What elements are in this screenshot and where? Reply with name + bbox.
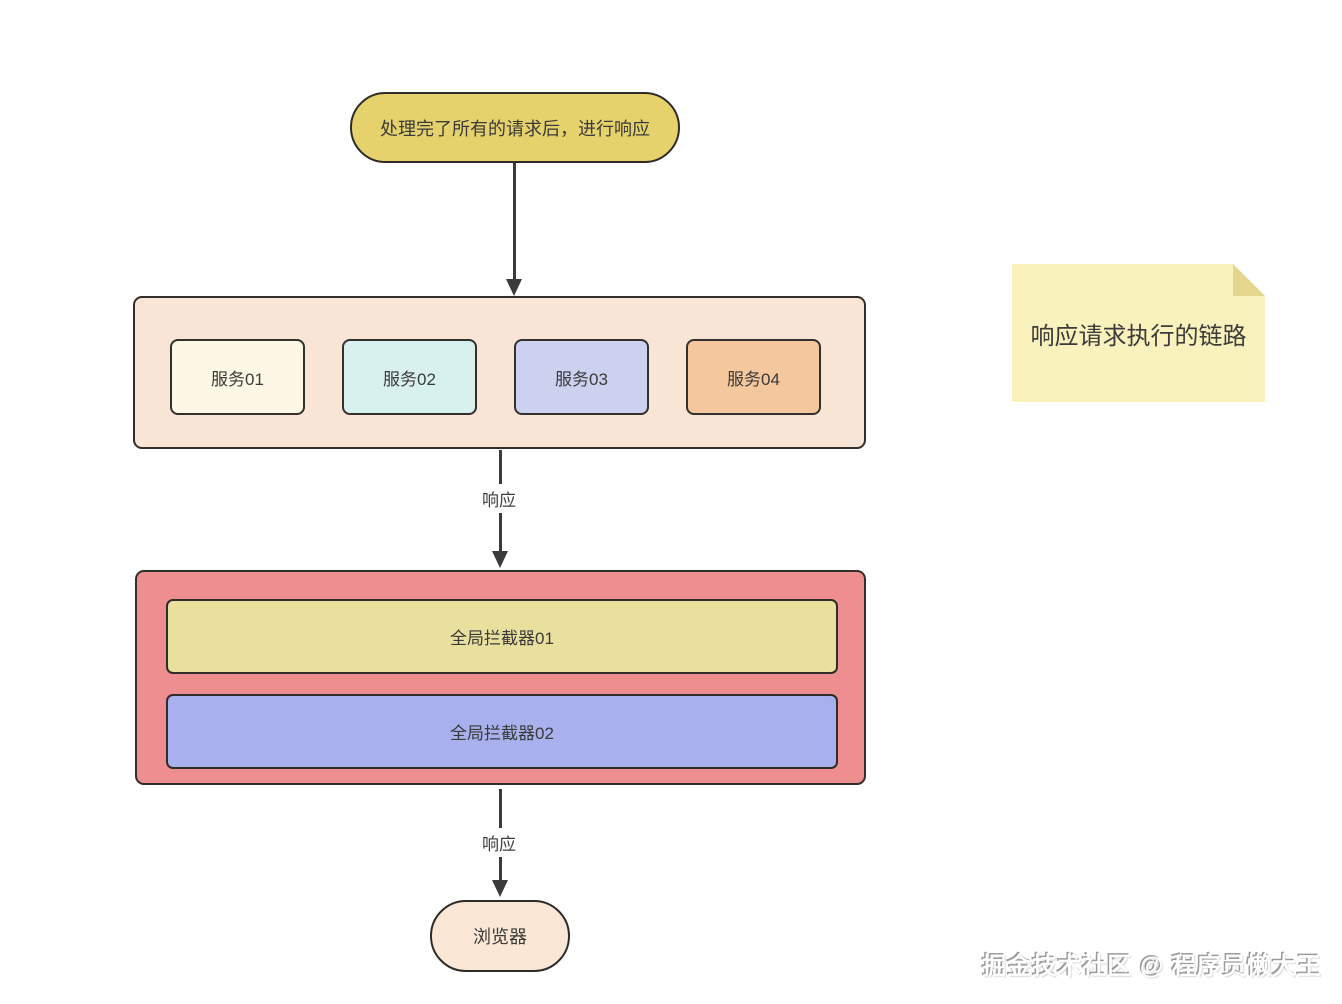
arrow-start-to-services (513, 163, 516, 280)
arrowhead-services-to-interceptors-icon (492, 551, 508, 568)
service-04-box: 服务04 (686, 339, 821, 415)
start-node-label: 处理完了所有的请求后，进行响应 (380, 118, 650, 139)
service-02-label: 服务02 (383, 369, 436, 389)
service-01-label: 服务01 (211, 369, 264, 389)
service-03-label: 服务03 (555, 369, 608, 389)
service-02-box: 服务02 (342, 339, 477, 415)
services-container: 服务01 服务02 服务03 服务04 (133, 296, 866, 449)
service-04-label: 服务04 (727, 369, 780, 389)
response-label-2: 响应 (477, 828, 521, 857)
watermark: 掘金技术社区 @ 程序员懒大王 (982, 953, 1322, 980)
response-label-1: 响应 (477, 484, 521, 513)
sticky-note-label: 响应请求执行的链路 (1030, 322, 1247, 350)
browser-node: 浏览器 (430, 900, 570, 972)
global-interceptor-01-label: 全局拦截器01 (450, 629, 554, 648)
start-node: 处理完了所有的请求后，进行响应 (350, 92, 680, 163)
arrowhead-interceptors-to-browser-icon (492, 880, 508, 897)
global-interceptor-02-bar: 全局拦截器02 (166, 694, 838, 769)
interceptors-container: 全局拦截器01 全局拦截器02 (135, 570, 866, 785)
sticky-note-fold-icon (1233, 264, 1265, 296)
service-03-box: 服务03 (514, 339, 649, 415)
browser-node-label: 浏览器 (473, 927, 527, 947)
global-interceptor-01-bar: 全局拦截器01 (166, 599, 838, 674)
service-01-box: 服务01 (170, 339, 305, 415)
sticky-note: 响应请求执行的链路 (1012, 264, 1265, 402)
arrowhead-start-to-services-icon (506, 279, 522, 296)
global-interceptor-02-label: 全局拦截器02 (450, 724, 554, 743)
